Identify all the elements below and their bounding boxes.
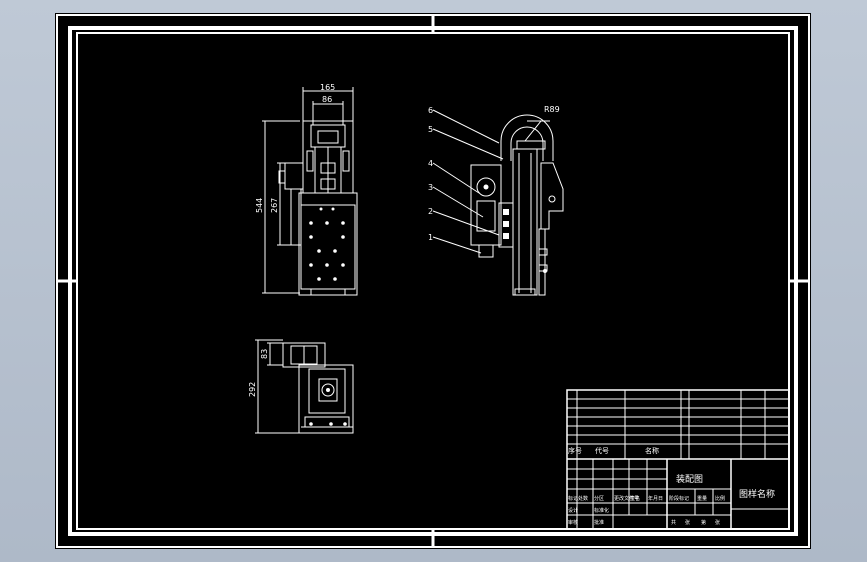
dim-width-outer: 165 xyxy=(320,83,335,92)
stage-weight: 重量 xyxy=(697,495,707,502)
cad-drawing: 165 86 544 267 292 83 xyxy=(56,14,810,548)
sig-signature: 签名 xyxy=(630,495,640,502)
sheet-total-label: 共 xyxy=(671,519,676,526)
top-view xyxy=(255,339,354,434)
part-label-1: 1 xyxy=(428,233,433,242)
drawing-sheet: 165 86 544 267 292 83 xyxy=(55,13,811,549)
sig-zone: 分区 xyxy=(594,495,604,502)
centering-marks xyxy=(57,15,809,547)
stage-scale: 比例 xyxy=(715,495,725,502)
sheet-total-unit: 张 xyxy=(685,519,690,526)
part-labels: 1 2 3 4 5 6 xyxy=(428,106,433,242)
sign-design: 设计 xyxy=(568,507,578,514)
part-label-5: 5 xyxy=(428,125,433,134)
front-view xyxy=(262,87,358,296)
sig-date: 年月日 xyxy=(648,495,663,502)
dim-height-total: 544 xyxy=(255,198,264,213)
parts-header-name: 名称 xyxy=(645,446,659,455)
sign-approve: 批准 xyxy=(594,519,604,526)
part-label-4: 4 xyxy=(428,159,433,168)
part-label-6: 6 xyxy=(428,106,433,115)
sign-review: 审核 xyxy=(568,519,578,526)
dim-height-upper: 267 xyxy=(270,198,279,213)
drawing-name: 图样名称 xyxy=(739,488,775,500)
side-view xyxy=(432,109,564,296)
dim-width-inner: 86 xyxy=(322,95,332,104)
sheet-no-unit: 张 xyxy=(715,519,720,526)
inner-border xyxy=(68,26,798,536)
part-label-2: 2 xyxy=(428,207,433,216)
title-block-text: 序号 代号 名称 装配图 图样名称 标记 处数 分区 更改文件号 签名 年月日 … xyxy=(568,446,775,526)
sig-mark: 标记 xyxy=(568,495,578,502)
front-view-holes xyxy=(309,207,345,281)
top-view-details xyxy=(309,388,347,426)
title-block xyxy=(566,389,790,530)
sheet-no-label: 第 xyxy=(701,519,706,526)
dim-height-top: 292 xyxy=(248,382,257,397)
sig-change-doc: 更改文件号 xyxy=(614,495,639,502)
parts-header-code: 代号 xyxy=(595,446,609,455)
outer-border xyxy=(56,14,810,548)
side-view-details xyxy=(483,184,547,273)
sign-standard: 标准化 xyxy=(594,507,609,514)
drawing-title: 装配图 xyxy=(676,473,703,485)
sig-count: 处数 xyxy=(578,495,588,502)
dim-radius: R89 xyxy=(544,105,560,114)
dim-small-top: 83 xyxy=(260,349,269,359)
part-label-3: 3 xyxy=(428,183,433,192)
stage-mark: 阶段标记 xyxy=(669,495,689,502)
parts-header-no: 序号 xyxy=(568,446,582,455)
